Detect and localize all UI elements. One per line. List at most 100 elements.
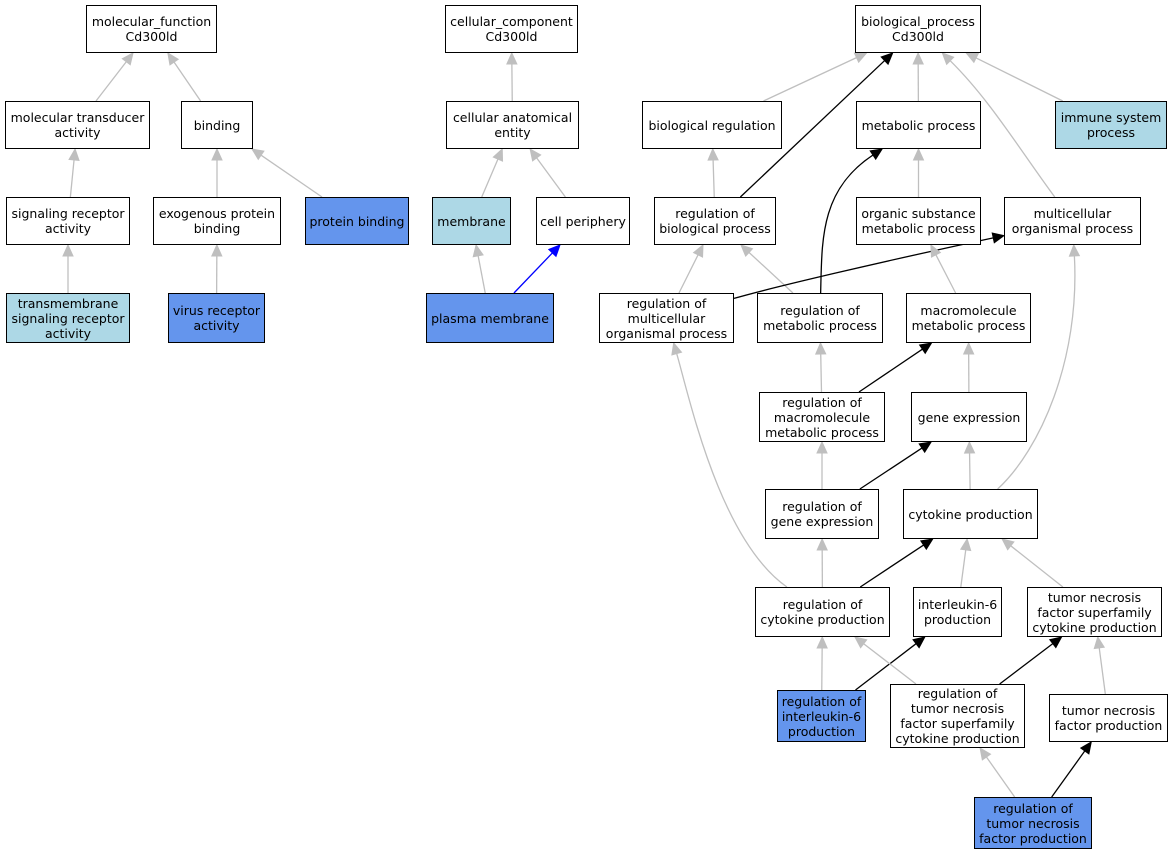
edge-sra-to-mta — [69, 159, 75, 198]
arrowhead-il6p-to-cp — [959, 537, 972, 552]
arrowhead-osmp-to-metab — [912, 147, 925, 161]
go-term-label: cytokine production — [908, 506, 1033, 522]
go-term-node-binding[interactable]: binding — [181, 101, 253, 149]
go-term-node-rcp[interactable]: regulation of cytokine production — [755, 587, 890, 637]
go-term-node-rge[interactable]: regulation of gene expression — [765, 489, 879, 539]
edge-rmop-to-rbp — [678, 254, 699, 294]
go-term-label: molecular_function Cd300ld — [91, 14, 212, 44]
arrowhead-epb-to-binding — [211, 147, 223, 161]
go-term-label: regulation of gene expression — [770, 499, 874, 529]
edge-mta-to-mf — [95, 61, 127, 102]
go-term-node-metab[interactable]: metabolic process — [856, 101, 981, 149]
go-term-node-cc[interactable]: cellular_component Cd300ld — [445, 5, 578, 53]
arrowhead-tnfp-to-tnfsfcp — [1093, 635, 1106, 650]
arrowhead-rcp-to-cp — [919, 538, 934, 551]
arrowhead-mcop-to-bp — [941, 52, 955, 66]
go-term-node-cae[interactable]: cellular anatomical entity — [446, 101, 579, 149]
arrowhead-pm-to-membrane — [472, 243, 484, 258]
go-term-node-rtnfsf[interactable]: regulation of tumor necrosis factor supe… — [890, 684, 1025, 748]
go-term-node-pb[interactable]: protein binding — [305, 197, 409, 245]
go-term-node-breg[interactable]: biological regulation — [642, 101, 782, 149]
edge-rcp-to-cp — [859, 544, 924, 588]
go-term-label: regulation of metabolic process — [763, 303, 877, 333]
go-term-label: biological_process Cd300ld — [861, 14, 975, 44]
arrowhead-tsra-to-sra — [62, 243, 74, 257]
go-term-node-rbp[interactable]: regulation of biological process — [654, 197, 776, 245]
go-term-node-bp[interactable]: biological_process Cd300ld — [855, 5, 981, 53]
go-term-node-cp[interactable]: cytokine production — [903, 489, 1038, 539]
go-term-node-mmp[interactable]: macromolecule metabolic process — [906, 293, 1031, 343]
go-term-label: regulation of tumor necrosis factor supe… — [895, 686, 1020, 746]
go-term-node-cellp[interactable]: cell periphery — [536, 197, 630, 245]
edge-rbp-to-bp — [739, 60, 886, 198]
edge-membrane-to-cae — [481, 158, 499, 198]
arrowhead-rge-to-rmmp — [816, 440, 828, 454]
go-term-node-mf[interactable]: molecular_function Cd300ld — [86, 5, 217, 53]
go-term-node-sra[interactable]: signaling receptor activity — [6, 197, 130, 245]
go-term-node-vra[interactable]: virus receptor activity — [168, 293, 265, 343]
edge-tnfsfcp-to-cp — [1010, 545, 1064, 588]
arrowhead-vra-to-epb — [211, 243, 223, 257]
go-term-label: regulation of multicellular organismal p… — [605, 295, 728, 341]
go-term-label: cellular anatomical entity — [452, 110, 573, 140]
edge-mcop-to-bp — [949, 60, 1056, 198]
edge-pm-to-cellp — [513, 252, 553, 294]
go-term-node-rtnfp[interactable]: regulation of tumor necrosis factor prod… — [974, 797, 1092, 849]
go-term-label: tumor necrosis factor superfamily cytoki… — [1032, 589, 1157, 635]
arrowhead-cae-to-cc — [506, 51, 518, 65]
go-term-label: regulation of tumor necrosis factor prod… — [979, 800, 1087, 846]
edge-rmop-to-mcop — [733, 237, 994, 300]
go-term-node-epb[interactable]: exogenous protein binding — [153, 197, 281, 245]
arrowhead-breg-to-bp — [853, 52, 868, 64]
arrowhead-rmp-to-rbp — [740, 244, 754, 258]
go-term-node-imm[interactable]: immune system process — [1055, 101, 1167, 149]
go-term-label: gene expression — [917, 409, 1021, 425]
arrowhead-rtnfsf-to-tnfsfcp — [1048, 636, 1063, 649]
edge-il6p-to-cp — [960, 549, 967, 588]
arrowhead-mta-to-mf — [121, 52, 134, 66]
go-term-label: organic substance metabolic process — [861, 206, 976, 236]
go-term-node-mta[interactable]: molecular transducer activity — [5, 101, 150, 149]
go-term-label: cellular_component Cd300ld — [450, 14, 573, 44]
edge-tnfp-to-tnfsfcp — [1098, 647, 1106, 695]
arrowhead-sra-to-mta — [68, 147, 80, 162]
go-term-node-mcop[interactable]: multicellular organismal process — [1004, 197, 1141, 245]
edge-rmp-to-metab — [819, 154, 874, 294]
go-term-node-membrane[interactable]: membrane — [432, 197, 511, 245]
arrowhead-pm-to-cellp — [547, 244, 561, 258]
arrowhead-rcp-to-rge — [816, 537, 828, 551]
edge-cp-to-ge — [968, 452, 971, 490]
edge-rmp-to-rbp — [748, 251, 794, 294]
go-term-node-il6p[interactable]: interleukin-6 production — [913, 587, 1002, 637]
arrowhead-rtnfp-to-rtnfsf — [979, 747, 992, 761]
edge-rge-to-ge — [859, 447, 923, 490]
go-term-node-tnfp[interactable]: tumor necrosis factor production — [1049, 694, 1168, 742]
go-term-label: plasma membrane — [431, 310, 549, 326]
go-term-node-tsra[interactable]: transmembrane signaling receptor activit… — [6, 293, 130, 343]
go-term-node-tnfsfcp[interactable]: tumor necrosis factor superfamily cytoki… — [1027, 587, 1162, 637]
go-term-label: protein binding — [309, 213, 405, 229]
go-term-label: regulation of interleukin-6 production — [781, 693, 862, 739]
go-term-node-osmp[interactable]: organic substance metabolic process — [856, 197, 981, 245]
edge-pm-to-membrane — [477, 255, 486, 294]
arrowhead-rtnfp-to-tnfp — [1079, 741, 1092, 755]
go-term-node-pm[interactable]: plasma membrane — [426, 293, 554, 343]
go-term-node-ge[interactable]: gene expression — [911, 392, 1027, 442]
go-term-label: molecular transducer activity — [10, 110, 145, 140]
arrowhead-rmop-to-rbp — [692, 243, 704, 258]
go-term-node-ril6[interactable]: regulation of interleukin-6 production — [777, 690, 866, 742]
go-term-node-rmmp[interactable]: regulation of macromolecule metabolic pr… — [759, 392, 885, 442]
go-term-node-rmop[interactable]: regulation of multicellular organismal p… — [599, 293, 734, 343]
go-term-label: immune system process — [1060, 110, 1162, 140]
arrowhead-rcp-to-rmop — [671, 341, 683, 356]
go-term-node-rmp[interactable]: regulation of metabolic process — [757, 293, 883, 343]
edge-rmmp-to-mmp — [858, 348, 923, 393]
go-term-label: cell periphery — [540, 213, 626, 229]
arrowhead-rbp-to-bp — [880, 52, 894, 66]
arrowhead-ril6-to-rcp — [816, 635, 828, 649]
go-term-label: signaling receptor activity — [11, 206, 125, 236]
edge-breg-to-bp — [763, 57, 857, 102]
edge-cellp-to-cae — [536, 157, 566, 198]
